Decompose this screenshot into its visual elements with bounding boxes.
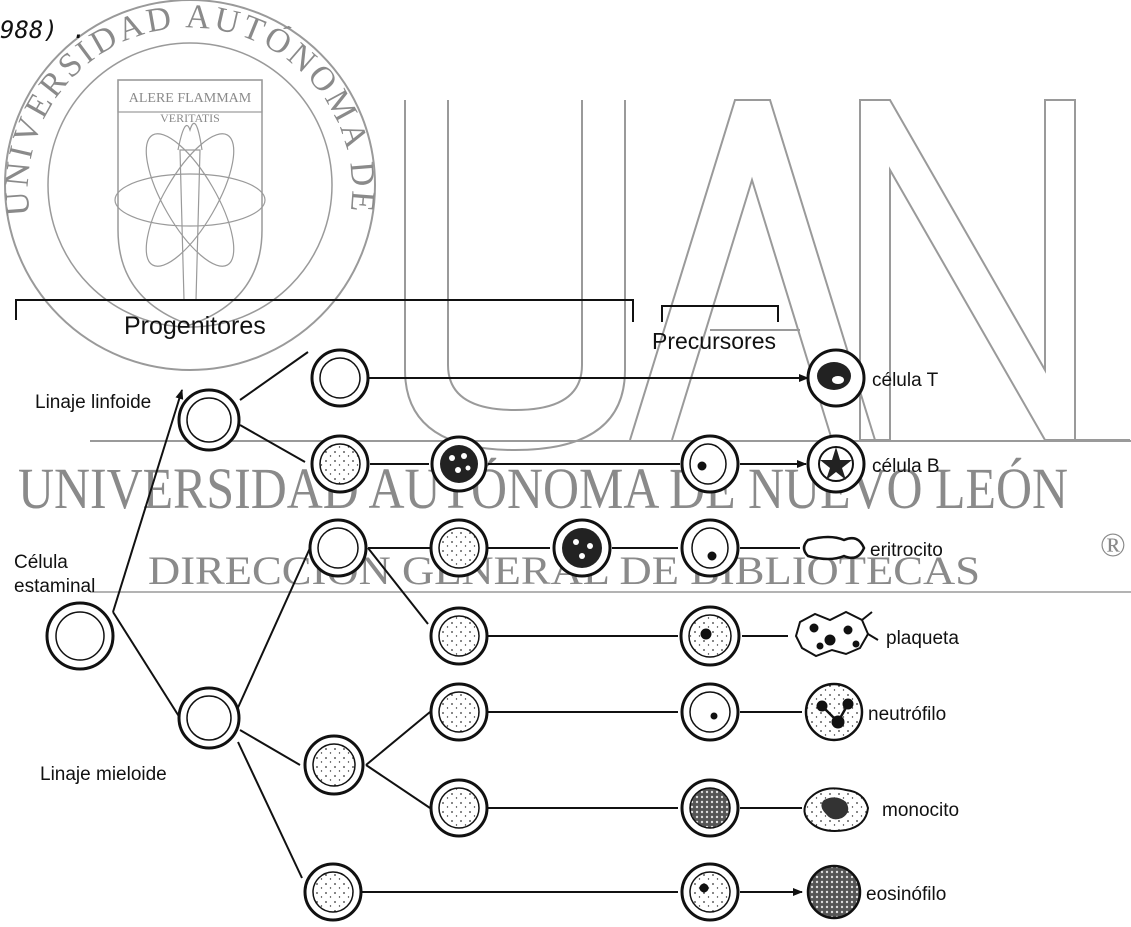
progenitores-label: Progenitores xyxy=(124,312,266,340)
erythroid-precursor-cell xyxy=(680,518,740,578)
eosinophil-precursor-cell xyxy=(680,862,740,922)
university-seal xyxy=(4,0,376,371)
stem-cell-label-line1: Célula xyxy=(14,552,68,573)
lymphoid-progenitor-cell xyxy=(177,388,241,452)
watermark-layer xyxy=(4,0,1131,593)
eosinophil-icon xyxy=(806,864,862,920)
neutrophil-label: neutrófilo xyxy=(868,704,946,725)
erythroid-early-cell xyxy=(429,518,489,578)
output-labels: célula T célula B eritrocito plaqueta ne… xyxy=(866,370,959,905)
erythrocyte-icon xyxy=(802,535,866,561)
erythroid-dark-cell xyxy=(552,518,612,578)
b-cell-label: célula B xyxy=(872,456,940,477)
watermark-text: UNIVERSIDAD AUTÓNOMA DE NUEVO LEÓN ALERE… xyxy=(0,0,1126,593)
t-progenitor-cell xyxy=(310,348,370,408)
watermark-university-line: UNIVERSIDAD AUTÓNOMA DE NUEVO LEÓN xyxy=(18,456,1068,521)
stem-cell-label-line2: estaminal xyxy=(14,576,95,597)
erythrocyte-label: eritrocito xyxy=(870,540,943,561)
t-cell-label: célula T xyxy=(872,370,939,391)
granulo-mono-progenitor-cell xyxy=(303,734,365,796)
b-cell-icon xyxy=(806,434,866,494)
monocyte-precursor-cell xyxy=(680,778,740,838)
stem-cell xyxy=(45,601,115,671)
megakaryo-precursor-cell xyxy=(679,605,741,667)
monocyte-icon xyxy=(803,787,870,832)
neutrophil-precursor-cell xyxy=(680,682,740,742)
monocyte-label: monocito xyxy=(882,800,959,821)
progenitores-bracket xyxy=(15,299,634,322)
lymphoid-lineage-label: Linaje linfoide xyxy=(35,392,151,413)
uanl-letters xyxy=(404,99,1130,452)
platelet-label: plaqueta xyxy=(886,628,959,649)
neutrophil-early-cell xyxy=(429,682,489,742)
precursores-bracket xyxy=(661,305,779,322)
platelet-icon xyxy=(794,610,879,658)
b-progenitor-cell xyxy=(310,434,370,494)
cells xyxy=(45,348,879,922)
myeloid-lineage-label: Linaje mieloide xyxy=(40,764,167,785)
b-dark-cell xyxy=(430,435,488,493)
registered-mark: ® xyxy=(1100,527,1126,564)
caption-fragment: 988) . xyxy=(0,16,87,44)
lineage-connectors xyxy=(112,351,809,896)
seal-motto-2: VERITATIS xyxy=(160,111,220,125)
seal-motto-1: ALERE FLAMMAM xyxy=(129,91,252,106)
erythro-megakaryo-progenitor-cell xyxy=(308,518,368,578)
brackets xyxy=(15,299,779,322)
megakaryo-early-cell xyxy=(429,606,489,666)
b-precursor-cell xyxy=(680,434,740,494)
t-cell-icon xyxy=(806,348,866,408)
eosinophil-progenitor-cell xyxy=(303,862,363,922)
eosinophil-label: eosinófilo xyxy=(866,884,946,905)
monocyte-early-cell xyxy=(429,778,489,838)
lineage-labels: Célula estaminal Linaje linfoide Linaje … xyxy=(14,392,167,785)
precursores-label: Precursores xyxy=(652,328,776,354)
myeloid-progenitor-cell xyxy=(177,686,241,750)
neutrophil-icon xyxy=(804,682,864,742)
